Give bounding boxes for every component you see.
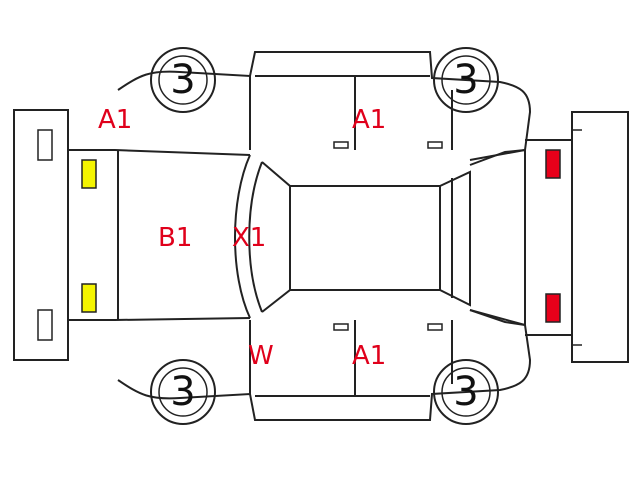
code-front-left-door: A1	[352, 105, 386, 135]
tire-mark-front-left: 3	[170, 57, 195, 103]
rear-lamp-lower	[545, 293, 561, 323]
front-lamp-lower	[81, 283, 97, 313]
body-top-view	[67, 139, 573, 336]
tire-rear-right: 3	[433, 359, 499, 425]
code-front-left-fender: A1	[98, 105, 132, 135]
rear-lamp-upper	[545, 149, 561, 179]
code-windshield-frame: X1	[232, 223, 266, 253]
code-hood: B1	[158, 223, 192, 253]
tire-mark-front-right: 3	[170, 369, 195, 415]
tire-rear-left: 3	[433, 47, 499, 113]
front-bumper	[13, 109, 69, 361]
tire-front-right: 3	[150, 359, 216, 425]
front-lamp-upper	[81, 159, 97, 189]
tire-mark-rear-right: 3	[453, 369, 478, 415]
tire-mark-rear-left: 3	[453, 57, 478, 103]
rear-bumper	[571, 111, 629, 363]
body-upper-side	[68, 51, 532, 166]
code-windshield-lower: W	[248, 341, 274, 371]
code-front-right-door: A1	[352, 341, 386, 371]
tire-front-left: 3	[150, 47, 216, 113]
